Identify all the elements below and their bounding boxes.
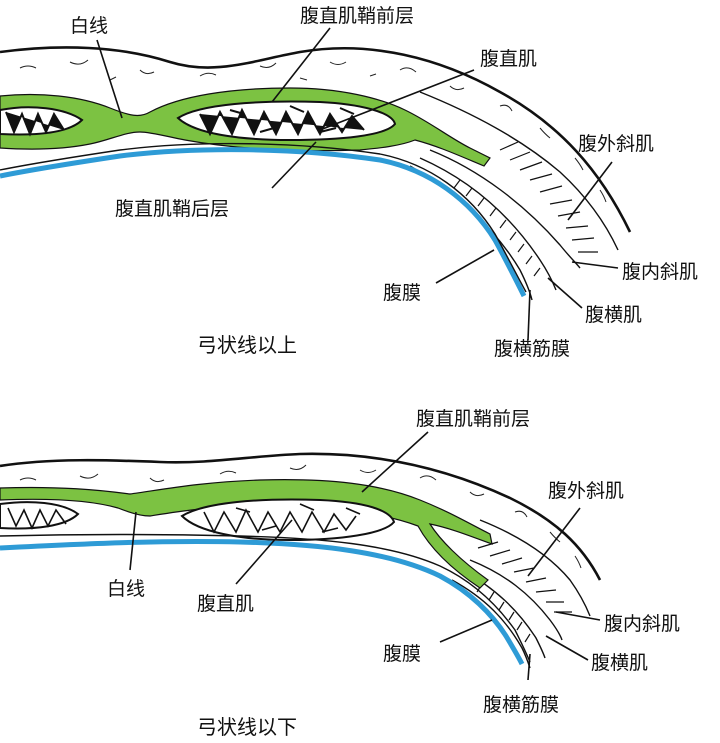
lower-internal-oblique-line — [469, 559, 563, 641]
lower-peritoneum — [0, 538, 525, 666]
lower-label-transversalis-fascia: 腹横筋膜 — [483, 694, 559, 716]
lower-rectus-fibers — [7, 503, 361, 534]
upper-label-transversus: 腹横肌 — [585, 304, 642, 326]
upper-external-oblique-line — [419, 91, 619, 251]
leader-upper-rectus — [319, 69, 475, 131]
upper-label-peritoneum: 腹膜 — [383, 282, 421, 304]
upper-oblique-hatching — [499, 141, 598, 253]
leader-lower-rectus — [235, 519, 293, 585]
upper-label-posterior-sheath: 腹直肌鞘后层 — [115, 198, 229, 220]
upper-label-anterior-sheath: 腹直肌鞘前层 — [300, 5, 414, 27]
upper-label-transversalis-fascia: 腹横筋膜 — [494, 338, 570, 360]
upper-transversus-line — [419, 157, 557, 291]
leader-lower-linea-alba — [129, 511, 137, 571]
leader-upper-linea-alba — [96, 39, 123, 119]
lower-panel: 腹直肌鞘前层 腹外斜肌 腹内斜肌 腹横肌 白线 腹直肌 腹膜 腹横筋膜 弓状线以… — [0, 408, 680, 739]
upper-transversus-hatching — [453, 179, 541, 277]
leader-upper-anterior-sheath — [271, 27, 331, 103]
lower-label-anterior-sheath: 腹直肌鞘前层 — [416, 408, 530, 430]
upper-skin-outline — [0, 46, 632, 233]
lower-caption: 弓状线以下 — [197, 715, 297, 739]
lower-external-oblique-line — [479, 519, 591, 617]
lower-label-external-oblique: 腹外斜肌 — [548, 480, 624, 502]
lower-posterior-fascia — [0, 533, 531, 663]
lower-oblique-hatching — [477, 541, 572, 613]
lower-label-peritoneum: 腹膜 — [383, 643, 421, 665]
lower-rectus-left — [0, 501, 80, 530]
lower-rectus-right — [180, 498, 396, 542]
upper-peritoneum — [0, 147, 527, 298]
leader-lower-transversalis — [527, 653, 531, 681]
leader-lower-transversus — [545, 635, 589, 661]
upper-label-external-oblique: 腹外斜肌 — [578, 133, 654, 155]
leader-upper-transversalis — [527, 289, 531, 341]
upper-subcutaneous-texture — [19, 59, 607, 203]
leader-upper-peritoneum — [435, 249, 495, 284]
lower-label-linea-alba: 白线 — [107, 578, 145, 600]
leader-lower-external-oblique — [527, 507, 581, 577]
leader-upper-transversus — [547, 277, 583, 309]
leader-upper-posterior-sheath — [271, 141, 317, 189]
leader-lower-anterior-sheath — [361, 431, 429, 493]
upper-internal-oblique-line — [429, 149, 581, 269]
leader-lower-peritoneum — [439, 619, 493, 643]
upper-panel: 白线 腹直肌鞘前层 腹直肌 腹直肌鞘后层 腹外斜肌 腹内斜肌 腹横肌 腹膜 腹横… — [0, 5, 698, 360]
lower-transversalis-fascia-line — [451, 579, 531, 669]
upper-label-linea-alba: 白线 — [70, 15, 108, 37]
lower-subcutaneous-texture — [19, 464, 582, 569]
lower-skin-outline — [0, 452, 602, 581]
upper-label-rectus: 腹直肌 — [480, 48, 537, 70]
leader-upper-external-oblique — [567, 161, 613, 221]
lower-label-rectus: 腹直肌 — [197, 593, 254, 615]
upper-label-internal-oblique: 腹内斜肌 — [622, 261, 698, 283]
lower-transversus-line — [461, 569, 546, 659]
lower-label-transversus: 腹横肌 — [591, 652, 648, 674]
leader-lower-internal-oblique — [555, 611, 601, 621]
leader-upper-internal-oblique — [571, 261, 619, 269]
lower-label-internal-oblique: 腹内斜肌 — [604, 613, 680, 635]
upper-caption: 弓状线以上 — [197, 333, 297, 357]
upper-peritoneum-edge — [0, 142, 527, 293]
